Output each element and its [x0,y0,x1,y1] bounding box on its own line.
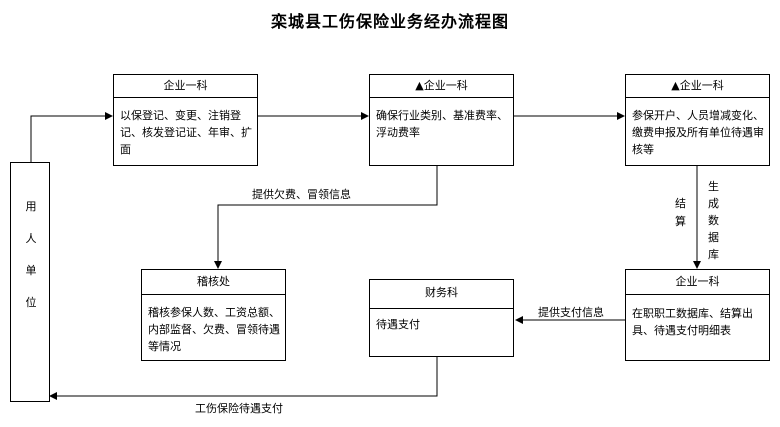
page-title: 栾城县工伤保险业务经办流程图 [270,12,509,31]
finance-box: 财务科 待遇支付 [369,279,514,357]
rating-header: ▲企业一科 [370,75,513,98]
registry-header: 企业一科 [114,75,257,98]
registry-box: 企业一科 以保登记、变更、注销登记、核发登记证、年审、扩面 [113,74,258,166]
employer-label: 用人单位 [25,200,37,309]
contrib-body: 参保开户、人员增减变化、缴费申报及所有单位待遇审核等 [632,109,764,156]
contrib-box: ▲企业一科 参保开户、人员增减变化、缴费申报及所有单位待遇审核等 [625,74,770,166]
finance-body: 待遇支付 [376,318,420,331]
edge-label-settle-right: 生成数据库 [708,180,719,261]
edge-label-to-audit: 提供欠费、冒领信息 [252,188,351,201]
edge-label-payout: 工伤保险待遇支付 [195,402,283,415]
rating-body: 确保行业类别、基准费率、浮动费率 [376,109,508,139]
edge-label-to-finance: 提供支付信息 [538,306,604,319]
audit-header: 稽核处 [142,270,285,295]
finance-header: 财务科 [370,280,513,309]
settle-body: 在职职工数据库、结算出具、待遇支付明细表 [632,307,753,337]
arrow-finance-to-employer [49,357,438,400]
arrow-employer-to-registry [30,112,113,162]
edge-label-settle-left: 结算 [675,197,686,228]
employer-box: 用人单位 [10,162,50,402]
arrow-rating-to-audit [214,166,438,269]
audit-body: 稽核参保人数、工资总额、内部监督、欠费、冒领待遇等情况 [148,306,280,353]
registry-body: 以保登记、变更、注销登记、核发登记证、年审、扩面 [120,109,252,156]
audit-box: 稽核处 稽核参保人数、工资总额、内部监督、欠费、冒领待遇等情况 [141,269,286,361]
rating-box: ▲企业一科 确保行业类别、基准费率、浮动费率 [369,74,514,166]
settle-box: 企业一科 在职职工数据库、结算出具、待遇支付明细表 [625,269,770,361]
contrib-header: ▲企业一科 [626,75,769,98]
settle-header: 企业一科 [626,270,769,295]
